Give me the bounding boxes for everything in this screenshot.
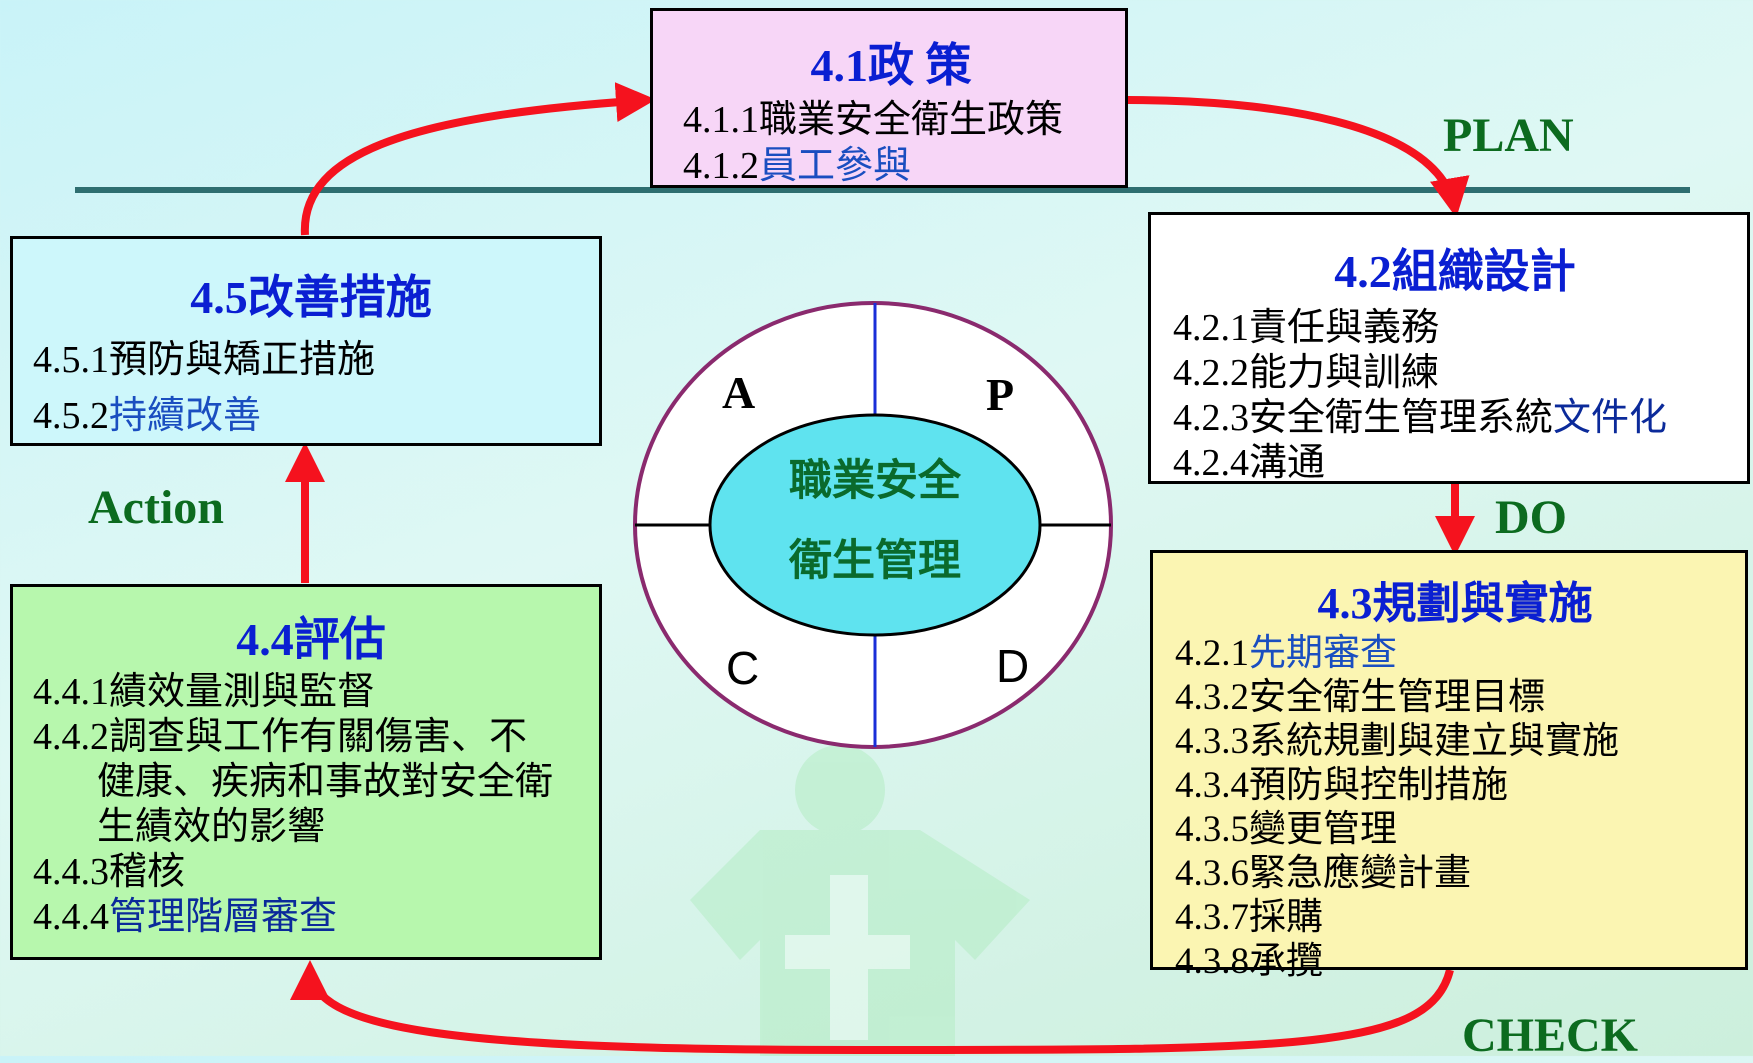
planning-item-7-text: 採購 — [1249, 897, 1323, 938]
improvement-item-2-prefix: 4.5.2 — [33, 395, 109, 437]
evaluation-item-2-cont-2-text: 生績效的影響 — [97, 806, 326, 848]
evaluation-item-4-text: 管理階層審查 — [109, 896, 338, 938]
evaluation-item-1-text: 績效量測與監督 — [109, 671, 376, 713]
planning-item-5: 4.3.5變更管理 — [1175, 811, 1735, 848]
planning-item-8-text: 承攬 — [1249, 941, 1323, 982]
quadrant-c-label: C — [726, 642, 760, 694]
organization-item-2-text: 能力與訓練 — [1249, 352, 1440, 394]
planning-item-7: 4.3.7採購 — [1175, 899, 1735, 936]
planning-title: 4.3規劃與實施 — [1317, 579, 1593, 628]
planning-item-7-prefix: 4.3.7 — [1175, 897, 1249, 938]
evaluation-item-2-text: 調查與工作有關傷害、不 — [109, 716, 528, 758]
evaluation-item-3-text: 稽核 — [109, 851, 186, 893]
organization-title: 4.2組織設計 — [1334, 246, 1576, 297]
planning-item-1-prefix: 4.2.1 — [1175, 633, 1249, 674]
planning-item-5-prefix: 4.3.5 — [1175, 809, 1249, 850]
policy-item-1: 4.1.1職業安全衛生政策 — [683, 101, 1099, 139]
planning-item-2-prefix: 4.3.2 — [1175, 677, 1249, 718]
organization-item-4-prefix: 4.2.4 — [1173, 442, 1249, 484]
improvement-box: 4.5改善措施 4.5.1預防與矯正措施 4.5.2持續改善 — [10, 236, 602, 446]
arrow-improvement-to-policy — [300, 82, 656, 236]
quadrant-a-label: A — [722, 367, 756, 418]
policy-item-2: 4.1.2員工參與 — [683, 147, 1099, 185]
evaluation-item-1: 4.4.1績效量測與監督 — [33, 673, 589, 711]
organization-item-1-text: 責任與義務 — [1249, 307, 1440, 349]
phase-plan-label: PLAN — [1443, 109, 1574, 162]
health-figure-watermark — [690, 745, 1030, 1056]
arrow-policy-to-organization — [1127, 96, 1470, 218]
improvement-title: 4.5改善措施 — [190, 272, 432, 323]
organization-item-3-highlight: 文件化 — [1553, 397, 1668, 439]
planning-item-8: 4.3.8承攬 — [1175, 943, 1735, 980]
evaluation-box: 4.4評估 4.4.1績效量測與監督 4.4.2調查與工作有關傷害、不 健康、疾… — [10, 584, 602, 960]
planning-item-4-text: 預防與控制措施 — [1249, 765, 1508, 806]
organization-item-2: 4.2.2能力與訓練 — [1173, 354, 1737, 392]
quadrant-d-label: D — [996, 640, 1030, 692]
planning-item-1: 4.2.1先期審查 — [1175, 635, 1735, 672]
organization-box: 4.2組織設計 4.2.1責任與義務 4.2.2能力與訓練 4.2.3安全衛生管… — [1148, 212, 1750, 484]
phase-do-label: DO — [1495, 491, 1567, 544]
organization-item-2-prefix: 4.2.2 — [1173, 352, 1249, 394]
phase-check-label: CHECK — [1462, 1009, 1639, 1062]
planning-item-3-prefix: 4.3.3 — [1175, 721, 1249, 762]
center-label-line1: 職業安全 — [789, 456, 961, 506]
organization-item-3-prefix: 4.2.3 — [1173, 397, 1249, 439]
pdca-cycle — [633, 301, 1113, 749]
organization-item-4-text: 溝通 — [1249, 442, 1326, 484]
evaluation-item-3-prefix: 4.4.3 — [33, 851, 109, 893]
center-ellipse — [708, 413, 1042, 637]
evaluation-item-4: 4.4.4管理階層審查 — [33, 898, 589, 936]
planning-item-4-prefix: 4.3.4 — [1175, 765, 1249, 806]
planning-item-8-prefix: 4.3.8 — [1175, 941, 1249, 982]
evaluation-item-2-prefix: 4.4.2 — [33, 716, 109, 758]
evaluation-item-1-prefix: 4.4.1 — [33, 671, 109, 713]
policy-item-2-prefix: 4.1.2 — [683, 145, 759, 187]
organization-item-3-text: 安全衛生管理系統 — [1249, 397, 1554, 439]
improvement-item-2-text: 持續改善 — [109, 395, 262, 437]
planning-item-5-text: 變更管理 — [1249, 809, 1397, 850]
planning-item-2-text: 安全衛生管理目標 — [1249, 677, 1545, 718]
policy-item-2-text: 員工參與 — [759, 145, 912, 187]
improvement-item-1: 4.5.1預防與矯正措施 — [33, 341, 589, 379]
quadrant-p-label: P — [986, 369, 1015, 420]
improvement-item-1-text: 預防與矯正措施 — [109, 339, 376, 381]
planning-item-6-prefix: 4.3.6 — [1175, 853, 1249, 894]
organization-item-1-prefix: 4.2.1 — [1173, 307, 1249, 349]
policy-box: 4.1政 策 4.1.1職業安全衛生政策 4.1.2員工參與 — [650, 8, 1128, 188]
policy-title: 4.1政 策 — [810, 40, 972, 91]
organization-item-1: 4.2.1責任與義務 — [1173, 309, 1737, 347]
planning-item-3-text: 系統規劃與建立與實施 — [1249, 721, 1619, 762]
planning-box: 4.3規劃與實施 4.2.1先期審查 4.3.2安全衛生管理目標 4.3.3系統… — [1150, 550, 1748, 980]
planning-item-6-text: 緊急應變計畫 — [1249, 853, 1471, 894]
planning-item-2: 4.3.2安全衛生管理目標 — [1175, 679, 1735, 716]
organization-item-4: 4.2.4溝通 — [1173, 444, 1737, 482]
improvement-item-1-prefix: 4.5.1 — [33, 339, 109, 381]
policy-item-1-prefix: 4.1.1 — [683, 99, 759, 141]
center-label-line2: 衛生管理 — [789, 536, 961, 586]
planning-item-1-text: 先期審查 — [1249, 633, 1397, 674]
organization-item-3: 4.2.3安全衛生管理系統文件化 — [1173, 399, 1737, 437]
improvement-item-2: 4.5.2持續改善 — [33, 397, 589, 435]
arrow-planning-to-evaluation — [290, 960, 1454, 1055]
evaluation-item-2-cont-2: 生績效的影響 — [33, 808, 589, 846]
phase-action-label: Action — [88, 481, 224, 534]
planning-item-6: 4.3.6緊急應變計畫 — [1175, 855, 1735, 892]
evaluation-item-4-prefix: 4.4.4 — [33, 896, 109, 938]
evaluation-item-2-cont-1: 健康、疾病和事故對安全衛 — [33, 763, 589, 801]
planning-item-3: 4.3.3系統規劃與建立與實施 — [1175, 723, 1735, 760]
policy-item-1-text: 職業安全衛生政策 — [759, 99, 1064, 141]
evaluation-item-3: 4.4.3稽核 — [33, 853, 589, 891]
evaluation-item-2-cont-1-text: 健康、疾病和事故對安全衛 — [97, 761, 554, 803]
evaluation-title: 4.4評估 — [236, 614, 386, 665]
planning-item-4: 4.3.4預防與控制措施 — [1175, 767, 1735, 804]
evaluation-item-2: 4.4.2調查與工作有關傷害、不 — [33, 718, 589, 756]
